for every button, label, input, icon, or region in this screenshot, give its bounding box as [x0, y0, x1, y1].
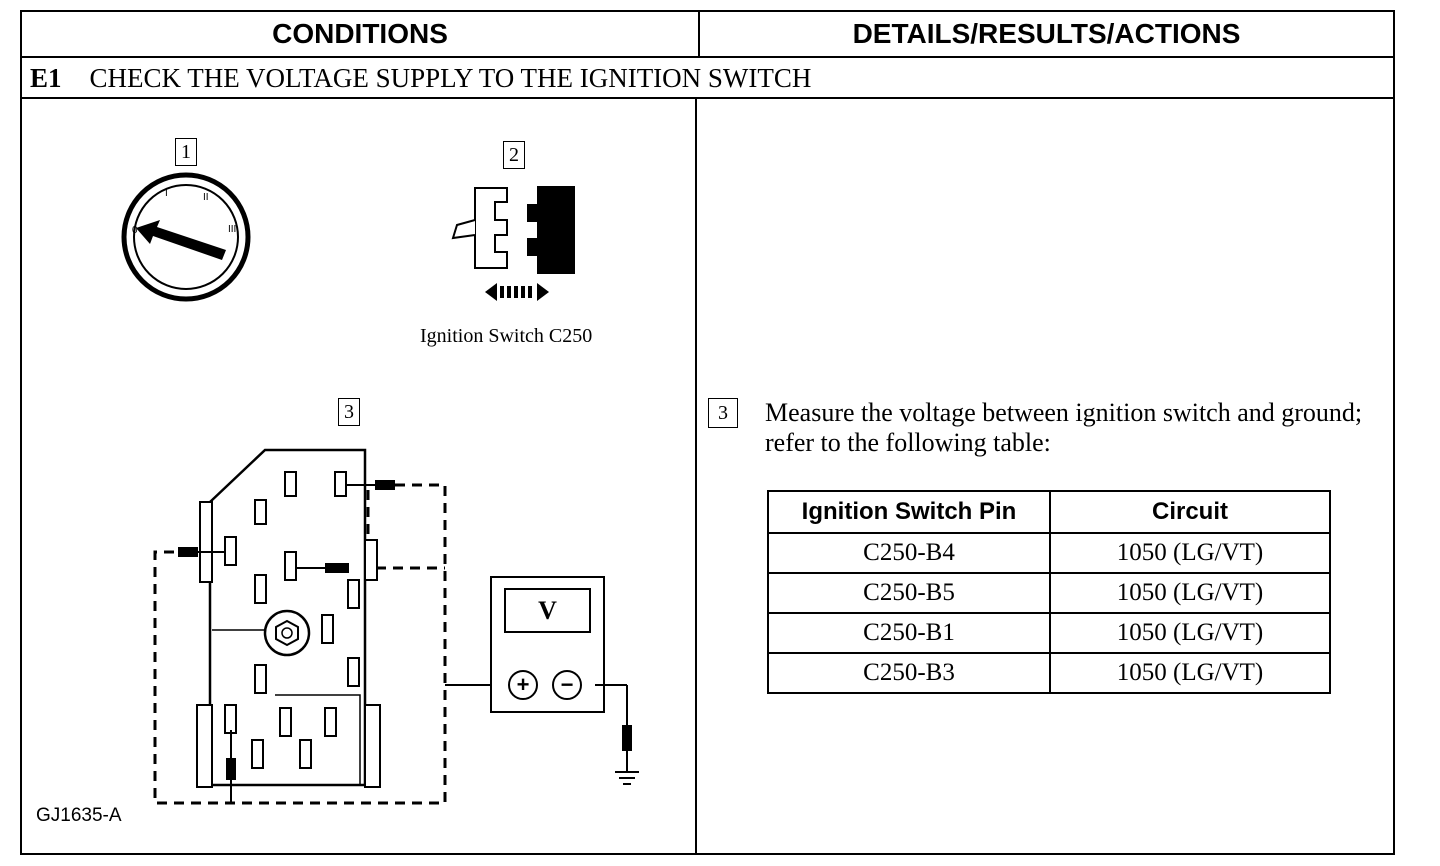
pin-cell: C250-B3 — [767, 652, 1051, 694]
column-header-pin: Ignition Switch Pin — [767, 490, 1051, 534]
position-ii-label: II — [203, 192, 209, 203]
conditions-header: CONDITIONS — [272, 18, 448, 49]
procedure-frame: CONDITIONS DETAILS/RESULTS/ACTIONS E1 CH… — [20, 10, 1395, 855]
step-id: E1 — [30, 62, 62, 93]
voltmeter: V + − — [490, 576, 605, 713]
callout-2: 2 — [503, 141, 525, 169]
table-row: C250-B1 1050 (LG/VT) — [767, 612, 1331, 654]
circuit-cell: 1050 (LG/VT) — [1049, 532, 1331, 574]
table-header-row: Ignition Switch Pin Circuit — [767, 490, 1331, 534]
position-0-label: 0 — [132, 225, 138, 236]
ground-lead — [595, 684, 639, 785]
step-title-text: CHECK THE VOLTAGE SUPPLY TO THE IGNITION… — [89, 62, 812, 93]
mating-arrow-icon — [485, 283, 549, 301]
table-row: C250-B3 1050 (LG/VT) — [767, 652, 1331, 694]
ignition-switch-dial: 0 I II III — [121, 172, 251, 302]
ground-icon — [615, 771, 639, 785]
key-pointer — [136, 220, 226, 260]
circuit-cell: 1050 (LG/VT) — [1049, 652, 1331, 694]
table-row: C250-B5 1050 (LG/VT) — [767, 572, 1331, 614]
pin-cell: C250-B1 — [767, 612, 1051, 654]
probe-icon — [296, 563, 349, 573]
probe-icon — [226, 730, 236, 803]
title-rule — [22, 97, 1393, 99]
details-header: DETAILS/RESULTS/ACTIONS — [852, 18, 1241, 49]
circuit-cell: 1050 (LG/VT) — [1049, 572, 1331, 614]
circuit-cell: 1050 (LG/VT) — [1049, 612, 1331, 654]
positive-terminal: + — [508, 670, 538, 700]
position-i-label: I — [165, 188, 168, 199]
column-divider — [695, 98, 697, 853]
connector-icon — [451, 186, 575, 301]
step-title: E1 CHECK THE VOLTAGE SUPPLY TO THE IGNIT… — [30, 58, 811, 98]
callout-3: 3 — [338, 398, 360, 426]
column-header-circuit: Circuit — [1049, 490, 1331, 534]
pin-table: Ignition Switch Pin Circuit C250-B4 1050… — [767, 490, 1331, 694]
callout-1: 1 — [175, 138, 197, 166]
pin-cell: C250-B5 — [767, 572, 1051, 614]
probe-icon — [345, 480, 395, 490]
action-step-number: 3 — [708, 398, 738, 428]
probe-icon — [178, 547, 225, 557]
voltmeter-display: V — [504, 588, 591, 633]
position-iii-label: III — [228, 224, 236, 235]
connector-face-diagram — [153, 448, 510, 805]
negative-terminal: − — [552, 670, 582, 700]
connector-caption: Ignition Switch C250 — [420, 325, 593, 347]
pin-cell: C250-B4 — [767, 532, 1051, 574]
action-instruction: Measure the voltage between ignition swi… — [765, 398, 1363, 457]
header-rule — [22, 56, 1393, 58]
figure-id: GJ1635-A — [36, 805, 122, 826]
table-row: C250-B4 1050 (LG/VT) — [767, 532, 1331, 574]
header-divider — [698, 12, 700, 56]
